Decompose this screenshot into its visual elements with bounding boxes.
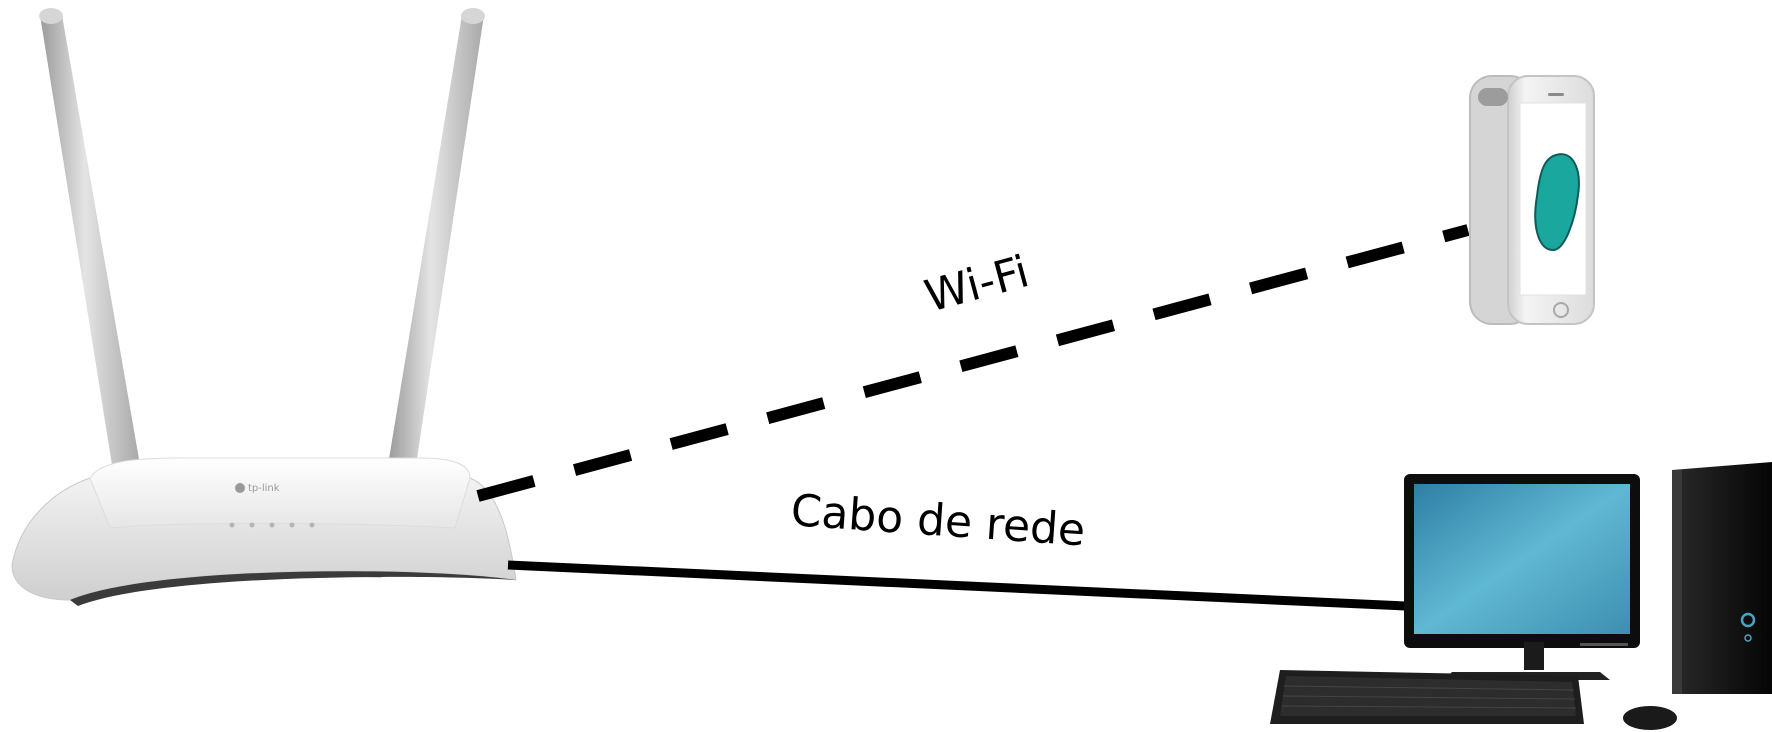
cable-label: Cabo de rede [789, 485, 1087, 556]
desktop-computer [1270, 462, 1772, 730]
mouse [1623, 706, 1677, 730]
router-brand-text: tp-link [248, 483, 280, 494]
power-button-icon [1740, 612, 1756, 628]
router-status-leds [229, 522, 315, 528]
router-antenna-right [388, 8, 485, 465]
wifi-label: Wi-Fi [920, 246, 1035, 322]
keyboard [1270, 670, 1584, 724]
monitor-screen [1414, 484, 1630, 634]
pc-tower [1672, 462, 1772, 694]
phone-camera-bump [1478, 88, 1508, 106]
router-antenna-left [39, 8, 140, 465]
phone-wallpaper-shape [1534, 153, 1580, 252]
smartphone [1469, 75, 1595, 325]
network-cable-line [507, 560, 1406, 611]
phone-home-button [1553, 302, 1569, 318]
tp-link-logo: tp-link [235, 483, 280, 494]
router: tp-link [11, 8, 517, 606]
monitor [1404, 474, 1640, 680]
router-top-panel [89, 457, 471, 529]
wifi-link-line [476, 224, 1470, 502]
router-vent [70, 571, 516, 606]
